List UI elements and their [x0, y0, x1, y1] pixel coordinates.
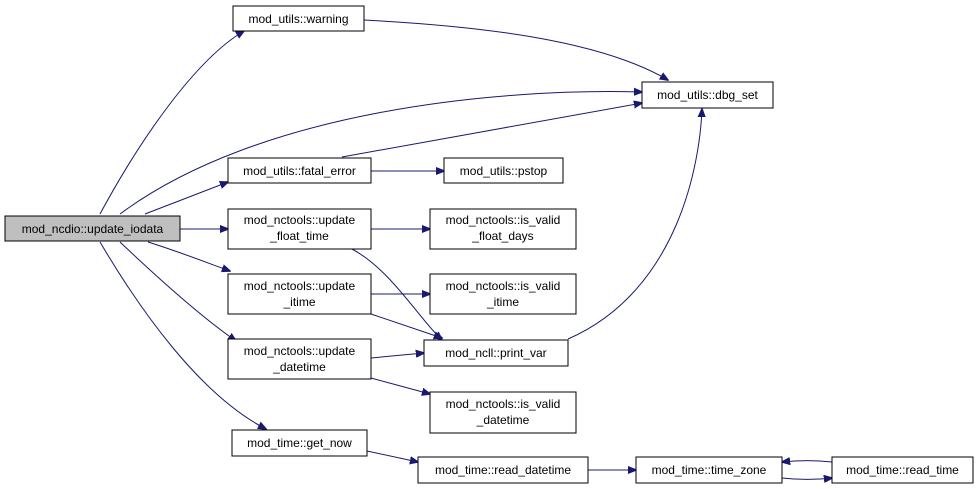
node-update-float-time[interactable]: mod_nctools::update _float_time [227, 208, 372, 250]
edge-update-iodata-to-fatal-error [144, 182, 228, 215]
node-label: mod_utils::warning [248, 12, 348, 26]
edge-read-time-to-time-zone [782, 461, 833, 463]
node-time-zone[interactable]: mod_time::time_zone [635, 456, 783, 484]
node-label-line-2: _itime [282, 295, 315, 309]
node-is-valid-float-days[interactable]: mod_nctools::is_valid _float_days [429, 208, 577, 250]
node-get-now[interactable]: mod_time::get_now [231, 429, 368, 457]
node-label: mod_utils::fatal_error [243, 164, 356, 178]
edges [99, 19, 833, 480]
node-label-line-2: _float_days [471, 229, 533, 243]
node-dbg-set[interactable]: mod_utils::dbg_set [641, 81, 774, 109]
node-label-line-2: _datetime [476, 413, 530, 427]
node-label-line-1: mod_nctools::is_valid [446, 213, 561, 227]
edge-update-iodata-to-dbg-set [119, 92, 642, 215]
edge-update-iodata-to-warning [99, 31, 244, 215]
node-label: mod_utils::dbg_set [657, 88, 758, 102]
node-label-line-1: mod_nctools::is_valid [446, 397, 561, 411]
node-label: mod_utils::pstop [460, 164, 548, 178]
edge-update-itime-to-print-var [370, 313, 442, 338]
edge-fatal-error-to-dbg-set [341, 103, 642, 158]
node-warning[interactable]: mod_utils::warning [232, 5, 365, 32]
node-update-itime[interactable]: mod_nctools::update _itime [227, 273, 372, 315]
node-read-datetime[interactable]: mod_time::read_datetime [417, 456, 589, 484]
edge-print-var-to-dbg-set [567, 109, 702, 340]
node-fatal-error[interactable]: mod_utils::fatal_error [227, 157, 372, 184]
node-label-line-2: _float_time [269, 229, 329, 243]
node-label-line-1: mod_nctools::is_valid [446, 279, 561, 293]
edge-get-now-to-read-datetime [366, 450, 418, 462]
node-label-line-1: mod_nctools::update [244, 213, 356, 227]
node-label: mod_time::read_time [846, 463, 959, 477]
node-update-datetime[interactable]: mod_nctools::update _datetime [227, 338, 372, 380]
node-label: mod_time::time_zone [652, 463, 767, 477]
edge-time-zone-to-read-time [781, 478, 832, 480]
edge-update-datetime-to-is-valid-datetime [370, 377, 430, 394]
node-label-line-1: mod_nctools::update [244, 279, 356, 293]
node-label-line-1: mod_nctools::update [244, 344, 356, 358]
node-label-line-2: _datetime [272, 360, 326, 374]
node-label: mod_time::read_datetime [435, 463, 571, 477]
node-label: mod_ncdio::update_iodata [22, 222, 164, 236]
node-label: mod_ncll::print_var [445, 346, 546, 360]
node-print-var[interactable]: mod_ncll::print_var [423, 339, 569, 367]
edge-update-datetime-to-print-var [370, 353, 424, 359]
node-label: mod_time::get_now [247, 436, 352, 450]
edge-update-iodata-to-update-datetime [119, 241, 236, 341]
node-is-valid-itime[interactable]: mod_nctools::is_valid _itime [429, 273, 577, 315]
edge-update-iodata-to-update-itime [147, 241, 230, 271]
node-label-line-2: _itime [486, 295, 519, 309]
node-is-valid-datetime[interactable]: mod_nctools::is_valid _datetime [429, 391, 577, 434]
edge-warning-to-dbg-set [363, 19, 668, 80]
node-pstop[interactable]: mod_utils::pstop [443, 157, 564, 184]
node-read-time[interactable]: mod_time::read_time [831, 456, 974, 484]
edge-update-iodata-to-get-now [99, 241, 266, 429]
node-update-iodata[interactable]: mod_ncdio::update_iodata [4, 215, 181, 242]
